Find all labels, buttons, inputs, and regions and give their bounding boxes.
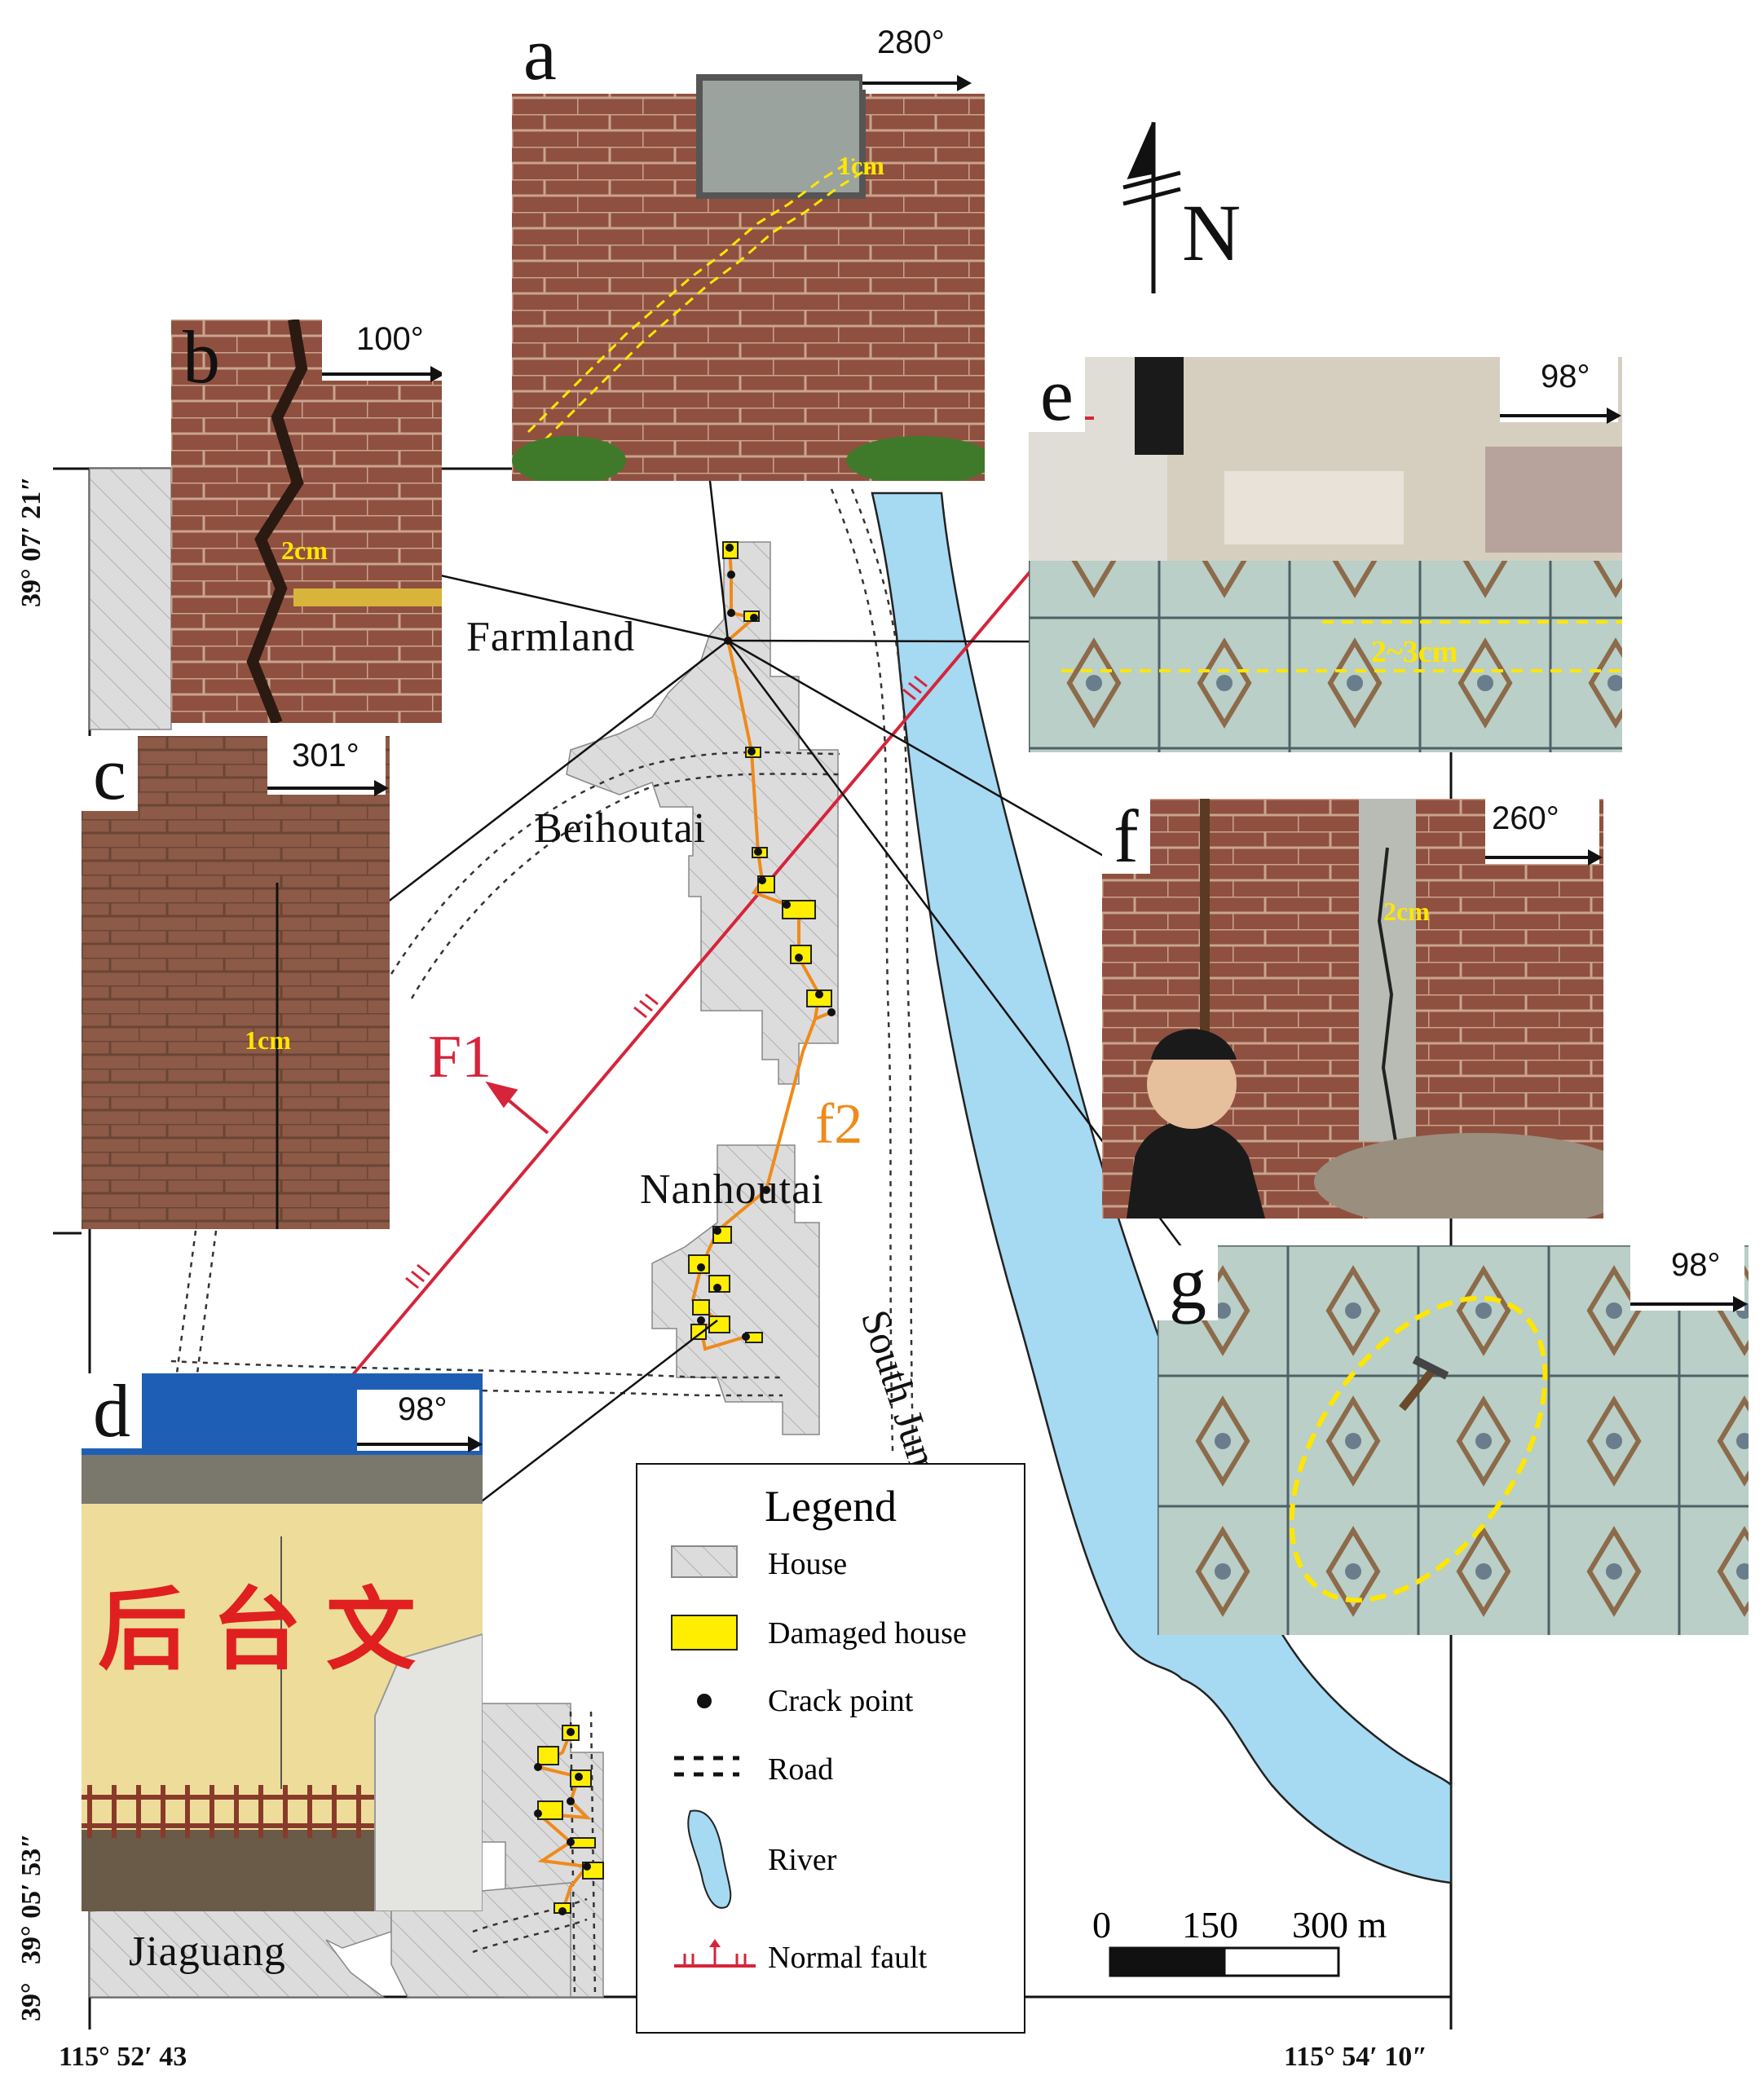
legend-road: Road <box>768 1752 834 1787</box>
scale-bar <box>1109 1946 1340 1977</box>
photo-c-bearing-label: 301° <box>292 738 359 773</box>
scale-label-150: 150 <box>1182 1904 1238 1946</box>
place-farmland: Farmland <box>466 614 636 660</box>
place-jiaguang: Jiaguang <box>129 1928 286 1975</box>
photo-a-letter: a <box>512 16 568 91</box>
legend-title: Legend <box>765 1482 897 1531</box>
photo-g-bearing-label: 98° <box>1671 1247 1721 1283</box>
photo-c: c 301° 1cm <box>82 736 390 1229</box>
legend-crack-point: Crack point <box>768 1684 914 1718</box>
bearing-arrow-icon <box>322 366 442 382</box>
photo-f-bearing: 260° <box>1485 799 1603 866</box>
lon-left-label: 115° 52′ 43 <box>59 2042 187 2072</box>
house-symbol-icon <box>671 1545 738 1578</box>
photo-d-bearing-label: 98° <box>398 1391 448 1427</box>
photo-a: a 280° 1cm <box>512 16 985 481</box>
photo-g: g 98° <box>1158 1245 1749 1635</box>
legend-house: House <box>768 1547 848 1581</box>
scale-label-300: 300 m <box>1292 1904 1387 1946</box>
photo-g-bearing: 98° <box>1630 1245 1748 1312</box>
bearing-arrow-icon <box>1630 1296 1748 1312</box>
bearing-arrow-icon <box>862 75 972 91</box>
normal-fault-symbol-icon <box>674 1939 756 1968</box>
legend-normal-fault: Normal fault <box>768 1941 928 1975</box>
photo-c-measure: 1cm <box>245 1025 291 1055</box>
legend-damaged-house: Damaged house <box>768 1616 967 1650</box>
photo-b-measure: 2cm <box>281 535 328 565</box>
place-nanhoutai: Nanhoutai <box>640 1166 824 1213</box>
photo-d-bearing: 98° <box>357 1390 483 1452</box>
photo-a-bearing-label: 280° <box>877 24 945 60</box>
photo-f-measure: 2cm <box>1383 897 1430 926</box>
lat-corner-label: 39° <box>16 1982 46 2021</box>
scale-label-0: 0 <box>1092 1904 1111 1946</box>
photo-a-bearing: 280° <box>862 24 972 91</box>
damaged-house-symbol-icon <box>671 1615 738 1650</box>
legend: Legend House Damaged house Crack point R… <box>636 1463 1025 2034</box>
photo-e: e 98° 2~3cm <box>1029 357 1622 752</box>
river-symbol-icon <box>687 1809 732 1909</box>
north-label: N <box>1182 187 1241 278</box>
road-symbol-icon <box>674 1756 739 1777</box>
photo-e-letter: e <box>1029 357 1085 432</box>
photo-f: f 260° 2cm <box>1102 799 1603 1219</box>
photo-b-bearing-label: 100° <box>356 321 424 357</box>
bearing-arrow-icon <box>357 1436 483 1452</box>
photo-e-bearing: 98° <box>1500 357 1621 424</box>
photo-f-bearing-label: 260° <box>1492 800 1559 836</box>
photo-b-letter: b <box>183 320 220 399</box>
photo-d-sign: 后台文 <box>98 1578 440 1682</box>
bearing-arrow-icon <box>1485 849 1603 866</box>
photo-d: 98° d 后台文 <box>82 1373 483 1911</box>
legend-river: River <box>768 1843 837 1877</box>
north-arrow-icon <box>1122 121 1181 293</box>
bearing-arrow-icon <box>267 780 389 796</box>
photo-g-letter: g <box>1158 1245 1218 1320</box>
fault-f1-label: F1 <box>428 1024 492 1091</box>
photo-c-letter: c <box>82 736 138 811</box>
photo-b-bearing: 100° <box>322 320 442 382</box>
lat-top-label: 39° 07′ 21″ <box>16 476 46 607</box>
photo-f-letter: f <box>1102 799 1150 874</box>
fault-f2-label: f2 <box>815 1093 863 1156</box>
photo-e-measure: 2~3cm <box>1371 635 1458 669</box>
crack-points <box>534 544 836 1915</box>
photo-b: b 100° 2cm <box>171 320 442 723</box>
house-areas <box>89 468 839 1998</box>
lon-right-label: 115° 54′ 10″ <box>1284 2042 1428 2072</box>
photo-c-bearing: 301° <box>267 736 389 796</box>
photo-e-bearing-label: 98° <box>1541 359 1590 394</box>
place-beihoutai: Beihoutai <box>534 805 707 852</box>
lat-bottom-label: 39° 05′ 53″ <box>16 1833 46 1964</box>
damaged-houses <box>537 541 832 1914</box>
photo-d-letter: d <box>82 1373 142 1448</box>
photo-a-measure: 1cm <box>838 151 884 180</box>
crack-point-symbol-icon <box>697 1694 712 1708</box>
bearing-arrow-icon <box>1500 408 1621 424</box>
